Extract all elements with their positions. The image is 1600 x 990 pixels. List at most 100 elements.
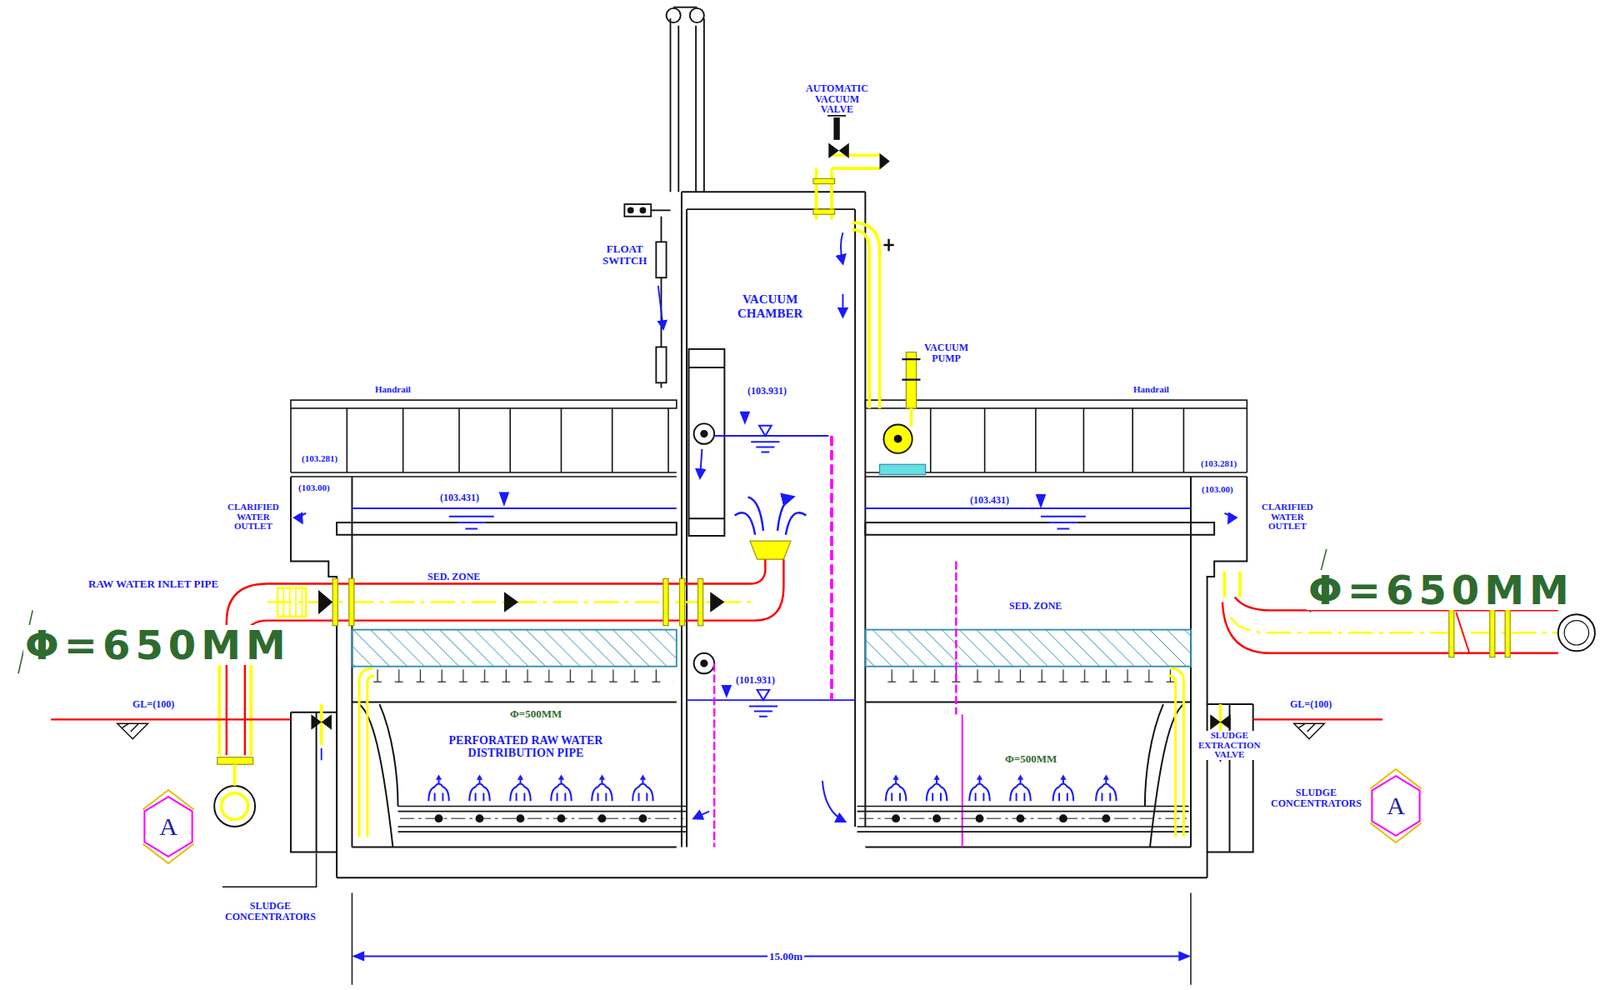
elevation-label: (103.00) (1200, 485, 1235, 495)
raw-water-inlet-pipe-part (318, 590, 725, 615)
water-levels-part (750, 425, 780, 453)
magenta-lines-part (713, 663, 715, 847)
distribution-pipes-part (398, 805, 1190, 832)
mast (666, 7, 705, 193)
mast-part (670, 18, 672, 192)
distribution-pipes-part-part (891, 814, 900, 823)
vacuum-chamber-walls-part (700, 449, 702, 478)
vacuum-chamber-walls-part (700, 660, 707, 666)
water-levels-part (714, 435, 829, 437)
handrail-part (290, 408, 669, 473)
outlet-pipe-part (1455, 612, 1470, 654)
distribution-pipes-part-part (1059, 814, 1068, 823)
distribution-pipes-part (1053, 775, 1074, 802)
outlet-pipe-part-part (1505, 605, 1510, 657)
vacuum-piping-part (883, 239, 894, 252)
float-switch-part (628, 207, 634, 213)
pipe-label: RAW WATER INLET PIPE (86, 578, 220, 590)
raw-water-inlet-pipe-part (233, 764, 237, 786)
vacuum-chamber-walls (681, 191, 865, 847)
distribution-pipes-part-part (975, 814, 985, 823)
diameter-label: Φ=650MM (23, 625, 293, 665)
distribution-pipes-part-part (435, 814, 444, 823)
handrail-part (290, 471, 677, 474)
handrail-part (930, 408, 1248, 473)
float-switch (624, 204, 670, 388)
handrail-label: Handrail (373, 385, 413, 395)
raw-water-inlet-pipe-part (221, 793, 249, 820)
distribution-pipes-part-part (932, 814, 941, 823)
valve-label: AUTOMATIC VACUUM VALVE (804, 83, 870, 115)
distribution-pipes-part-part (1101, 814, 1110, 823)
water-levels-part (449, 516, 1086, 530)
raw-water-inlet-pipe (214, 559, 784, 827)
elevation-label: (103.281) (1199, 459, 1239, 470)
outlet-pipe-part (1558, 614, 1595, 651)
mast-part (695, 25, 697, 193)
distribution-pipes-part (550, 775, 571, 802)
tank-structure-part (290, 712, 337, 853)
distributor-fountain-part (735, 496, 807, 535)
distribution-pipes-part (1095, 775, 1116, 802)
handrail-part (290, 400, 677, 409)
raw-water-inlet-pipe-part-part (698, 578, 704, 625)
elevation-label: (101.931) (734, 675, 777, 686)
distribution-pipes-part (428, 775, 449, 802)
sludge-pipes (310, 668, 1230, 837)
mast-part (666, 8, 681, 23)
vacuum-piping-part (851, 222, 880, 409)
mast-part (703, 18, 705, 192)
vacuum-piping-part (813, 178, 835, 184)
raw-water-inlet-pipe-part (226, 584, 268, 756)
section-marker: A (1365, 767, 1426, 845)
pump-label: VACUUM PUMP (922, 342, 970, 364)
handrail (290, 400, 1247, 477)
handrail-label: Handrail (1131, 385, 1171, 395)
float-switch-part (655, 241, 666, 278)
vacuum-piping-part (833, 117, 840, 140)
float-switch-part (624, 204, 651, 217)
vacuum-piping-part (910, 408, 914, 427)
water-levels-part (686, 699, 855, 701)
vacuum-piping-part (828, 143, 849, 159)
distribution-pipes-part (1010, 775, 1030, 802)
distribution-pipes-part (885, 775, 906, 802)
tube-settlers-part (865, 630, 1191, 667)
outlet-pipe-part-part (1490, 605, 1495, 657)
elevation-label: (103.931) (745, 385, 789, 397)
vacuum-piping-part (813, 209, 835, 215)
magenta-lines (714, 435, 963, 847)
tube-settlers-part (367, 668, 674, 685)
distribution-pipes-part (435, 814, 1111, 823)
tank-structure-part (865, 522, 1215, 535)
ground-level-label: GL=(100) (130, 699, 176, 710)
zone-label: SED. ZONE (1007, 600, 1064, 612)
outlet-pipe-part (1449, 605, 1510, 657)
sludge-pipes-part (310, 714, 1230, 730)
water-levels-part (351, 507, 676, 510)
elevation-label: (103.281) (300, 454, 340, 465)
vacuum-chamber-walls-part (700, 430, 707, 437)
leader-lines (18, 549, 1327, 887)
dimension-label: 15.00m (767, 950, 805, 963)
water-levels-part (749, 690, 778, 717)
distribution-pipes-part (469, 775, 490, 802)
distributor-fountain (735, 496, 807, 560)
raw-water-inlet-pipe-part (217, 757, 254, 765)
valve-label: SLUDGE EXTRACTION VALVE (1196, 730, 1263, 760)
handrail-part (290, 475, 677, 478)
dimension-line (351, 893, 1191, 985)
tube-settlers-part (351, 630, 676, 667)
float-switch-part (650, 209, 670, 211)
mast-part (673, 6, 697, 9)
distribution-pipes-part-part (1016, 814, 1025, 823)
leader-lines-part (18, 549, 1327, 674)
handrail-part (865, 475, 1247, 478)
distribution-pipes-part-part (516, 814, 525, 823)
chamber-name: VACUUM CHAMBER (737, 292, 803, 320)
tube-settlers-part (877, 668, 1184, 685)
float-switch-part (655, 346, 666, 383)
water-levels-part (500, 412, 1045, 696)
vacuum-piping-part (894, 435, 903, 444)
raw-water-inlet-pipe-part (267, 559, 785, 620)
